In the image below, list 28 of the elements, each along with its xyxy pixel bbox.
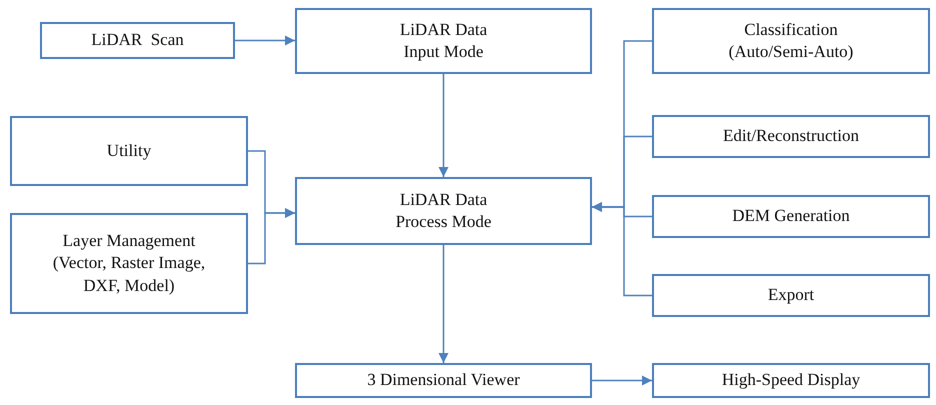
arrow xyxy=(592,202,652,296)
process-box xyxy=(652,8,930,74)
arrow xyxy=(248,208,295,264)
box-label: DEM Generation xyxy=(732,205,850,228)
process-box xyxy=(652,195,930,238)
box-label: Layer Management (Vector, Raster Image, DXF, Model) xyxy=(52,230,206,297)
box-label: Utility xyxy=(106,140,152,162)
box-label: High-Speed Display xyxy=(722,369,860,392)
box-label: LiDAR Data Input Mode xyxy=(398,18,488,63)
process-box xyxy=(10,213,248,314)
process-box xyxy=(295,177,592,245)
arrow xyxy=(438,245,448,363)
process-box xyxy=(295,363,592,398)
process-box xyxy=(40,22,235,59)
box-label: LiDAR Scan xyxy=(91,29,184,52)
arrow xyxy=(438,74,448,177)
process-box xyxy=(652,274,930,317)
box-label: Edit/Reconstruction xyxy=(723,125,859,148)
arrow xyxy=(592,376,652,386)
process-box xyxy=(295,8,592,74)
box-label: Classification (Auto/Semi-Auto) xyxy=(728,18,854,63)
process-box xyxy=(10,116,248,186)
process-box xyxy=(652,115,930,158)
arrow xyxy=(235,36,295,46)
process-box xyxy=(652,363,930,398)
box-label: LiDAR Data Process Mode xyxy=(394,188,492,233)
box-label: 3 Dimensional Viewer xyxy=(367,369,520,392)
box-label: Export xyxy=(768,284,814,306)
